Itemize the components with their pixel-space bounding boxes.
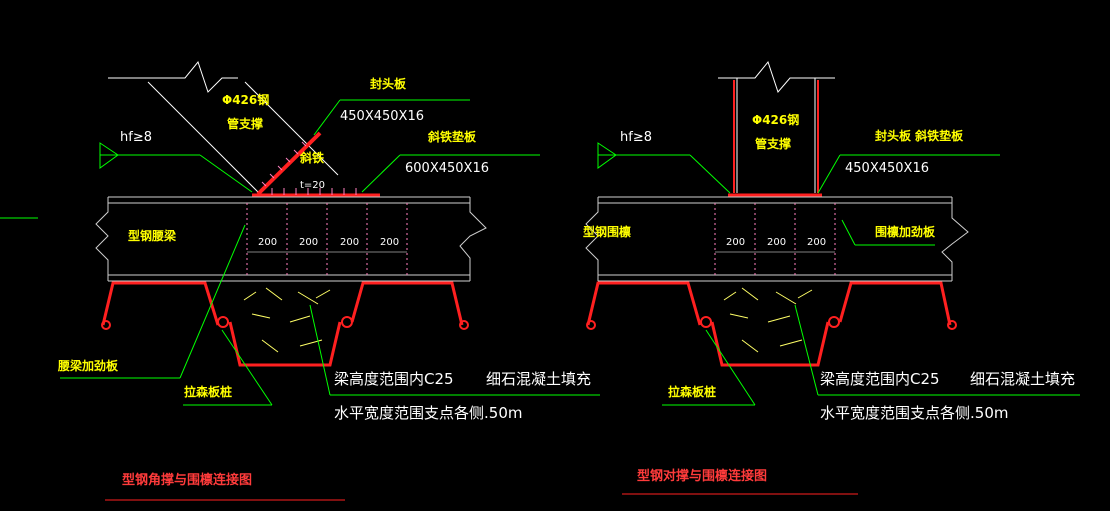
left-base-ticks bbox=[271, 188, 357, 195]
left-pile-locks bbox=[101, 316, 469, 330]
right-detail: Φ426钢 管支撑 封头板 斜铁垫板 450X450X16 hf≥8 型钢围檩 … bbox=[583, 60, 1080, 495]
right-sheet-pile bbox=[586, 281, 952, 367]
right-spacing-2: 200 bbox=[767, 237, 786, 248]
left-sheet-pile bbox=[101, 281, 464, 367]
left-spacing-2: 200 bbox=[299, 237, 318, 248]
left-cap-plate-label: 封头板 bbox=[370, 76, 407, 91]
left-beam-label: 型钢腰梁 bbox=[128, 228, 176, 243]
left-stiffener-label: 腰梁加劲板 bbox=[57, 358, 119, 373]
right-fill-note-1: 梁高度范围内C25 bbox=[820, 370, 940, 388]
right-spacing-1: 200 bbox=[726, 237, 745, 248]
right-fill-note-2: 细石混凝土填充 bbox=[970, 370, 1075, 388]
left-detail: Φ426钢 管支撑 封头板 450X450X16 斜铁垫板 600X450X16… bbox=[0, 60, 600, 501]
right-pipe-strut bbox=[718, 60, 835, 193]
left-stiffeners bbox=[246, 203, 408, 275]
left-pipe-label-2: 管支撑 bbox=[227, 116, 263, 131]
right-concrete-fill bbox=[723, 287, 813, 353]
left-spacing-3: 200 bbox=[340, 237, 359, 248]
left-wedge-label: 斜铁 bbox=[299, 150, 324, 165]
right-stiffener-label: 围檩加劲板 bbox=[875, 224, 936, 239]
left-fill-note-1: 梁高度范围内C25 bbox=[334, 370, 454, 388]
right-sheet-pile-label: 拉森板桩 bbox=[668, 384, 716, 399]
left-sheet-pile-label: 拉森板桩 bbox=[184, 384, 232, 399]
left-cap-plate-size: 450X450X16 bbox=[340, 109, 424, 124]
left-thickness-label: t=20 bbox=[300, 180, 325, 191]
left-leaders bbox=[60, 99, 600, 406]
left-pipe-strut bbox=[108, 60, 339, 193]
right-title: 型钢对撑与围檩连接图 bbox=[637, 468, 767, 484]
right-fill-note-3: 水平宽度范围支点各侧.50m bbox=[820, 404, 1008, 422]
left-wedge-ticks bbox=[261, 141, 307, 187]
left-concrete-fill bbox=[243, 287, 331, 353]
right-leaders bbox=[597, 142, 1080, 406]
right-plate-edges bbox=[733, 80, 819, 193]
right-plates-label: 封头板 斜铁垫板 bbox=[875, 128, 964, 143]
left-weld-label: hf≥8 bbox=[120, 130, 152, 145]
right-spacing-3: 200 bbox=[807, 237, 826, 248]
right-stiffeners bbox=[714, 203, 836, 275]
right-pile-locks bbox=[586, 316, 957, 330]
right-plates-size: 450X450X16 bbox=[845, 161, 929, 176]
left-beam bbox=[95, 196, 487, 282]
right-weld-label: hf≥8 bbox=[620, 130, 652, 145]
left-pipe-label-1: Φ426钢 bbox=[222, 92, 269, 107]
left-wedge-plate bbox=[256, 131, 322, 196]
left-title: 型钢角撑与围檩连接图 bbox=[122, 472, 252, 488]
right-pipe-label-1: Φ426钢 bbox=[752, 112, 799, 127]
right-beam-label: 型钢围檩 bbox=[583, 224, 631, 239]
right-beam bbox=[585, 196, 969, 282]
right-pipe-label-2: 管支撑 bbox=[755, 136, 791, 151]
left-wedge-pad-label: 斜铁垫板 bbox=[427, 129, 477, 144]
left-fill-note-2: 细石混凝土填充 bbox=[486, 370, 591, 388]
left-spacing-1: 200 bbox=[258, 237, 277, 248]
left-spacing-4: 200 bbox=[380, 237, 399, 248]
left-fill-note-3: 水平宽度范围支点各侧.50m bbox=[334, 404, 522, 422]
left-wedge-pad-size: 600X450X16 bbox=[405, 161, 489, 176]
